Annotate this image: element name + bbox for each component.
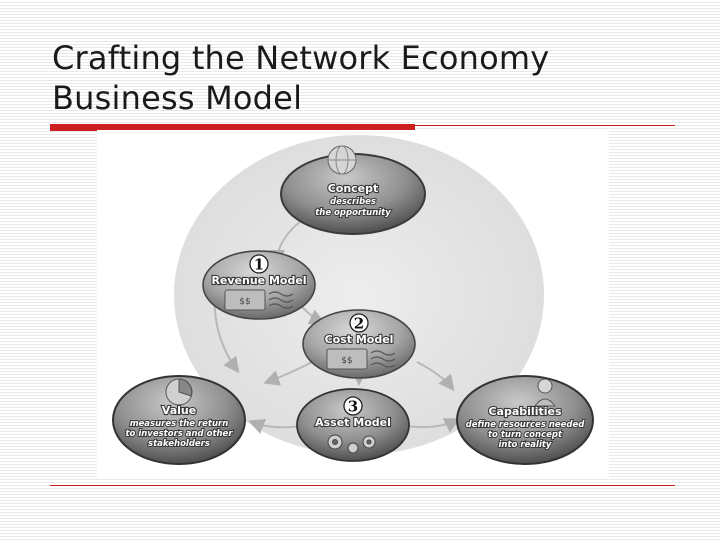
capabilities-desc-line-2: to turn concept	[488, 430, 563, 440]
money-icon: $$	[224, 289, 294, 311]
svg-text:$$: $$	[239, 297, 250, 307]
arrow-cost-to-capabilities	[416, 361, 455, 392]
concept-title: Concept	[328, 182, 379, 195]
asset-model-node: 3 Asset Model	[296, 388, 410, 462]
capabilities-desc-line-3: into reality	[499, 440, 552, 450]
globe-icon	[327, 145, 357, 175]
title-divider-line	[415, 125, 675, 126]
arrow-cost-to-value	[263, 361, 313, 386]
revenue-model-title: Revenue Model	[211, 274, 306, 287]
title-accent-bar	[50, 124, 415, 131]
asset-number: 3	[348, 398, 358, 416]
concept-desc-line-2: the opportunity	[315, 208, 391, 218]
capabilities-node: Capabilities define resources needed to …	[456, 375, 594, 465]
revenue-number-badge	[249, 254, 269, 274]
cost-number: 2	[354, 315, 364, 333]
slide-title-line-2: Business Model	[52, 79, 303, 117]
slide-title-line-1: Crafting the Network Economy	[52, 39, 550, 77]
capabilities-disc	[456, 375, 594, 465]
value-node: Value measures the return to investors a…	[112, 375, 246, 465]
value-desc-line-2: to investors and other	[125, 429, 233, 439]
business-model-diagram: Concept describes the opportunity 1 Reve…	[97, 130, 609, 478]
gears-icon	[327, 434, 376, 454]
diagram-canvas: Concept describes the opportunity 1 Reve…	[112, 135, 594, 465]
capabilities-title: Capabilities	[488, 405, 561, 418]
concept-node: Concept describes the opportunity	[280, 145, 426, 235]
asset-model-disc	[296, 388, 410, 462]
person-icon	[534, 378, 556, 407]
capabilities-desc-line-1: define resources needed	[466, 420, 586, 430]
cost-number-badge	[349, 313, 369, 333]
cost-model-title: Cost Model	[325, 333, 394, 346]
footer-divider-line	[50, 485, 675, 486]
value-title: Value	[162, 404, 196, 417]
asset-number-badge	[343, 396, 363, 416]
concept-desc-line-1: describes	[330, 197, 376, 207]
pie-chart-icon	[165, 378, 193, 406]
svg-text:$$: $$	[341, 356, 352, 366]
revenue-number: 1	[254, 256, 264, 274]
arrow-asset-to-capabilities	[406, 418, 461, 433]
value-disc	[112, 375, 246, 465]
cost-model-node: 2 Cost Model $$	[302, 309, 416, 379]
slide-title: Crafting the Network Economy Business Mo…	[52, 38, 672, 118]
value-desc-line-1: measures the return	[130, 419, 229, 429]
value-desc-line-3: stakeholders	[148, 439, 210, 449]
revenue-model-node: 1 Revenue Model $$	[202, 250, 316, 320]
money-icon: $$	[326, 348, 396, 370]
asset-model-title: Asset Model	[315, 416, 391, 429]
